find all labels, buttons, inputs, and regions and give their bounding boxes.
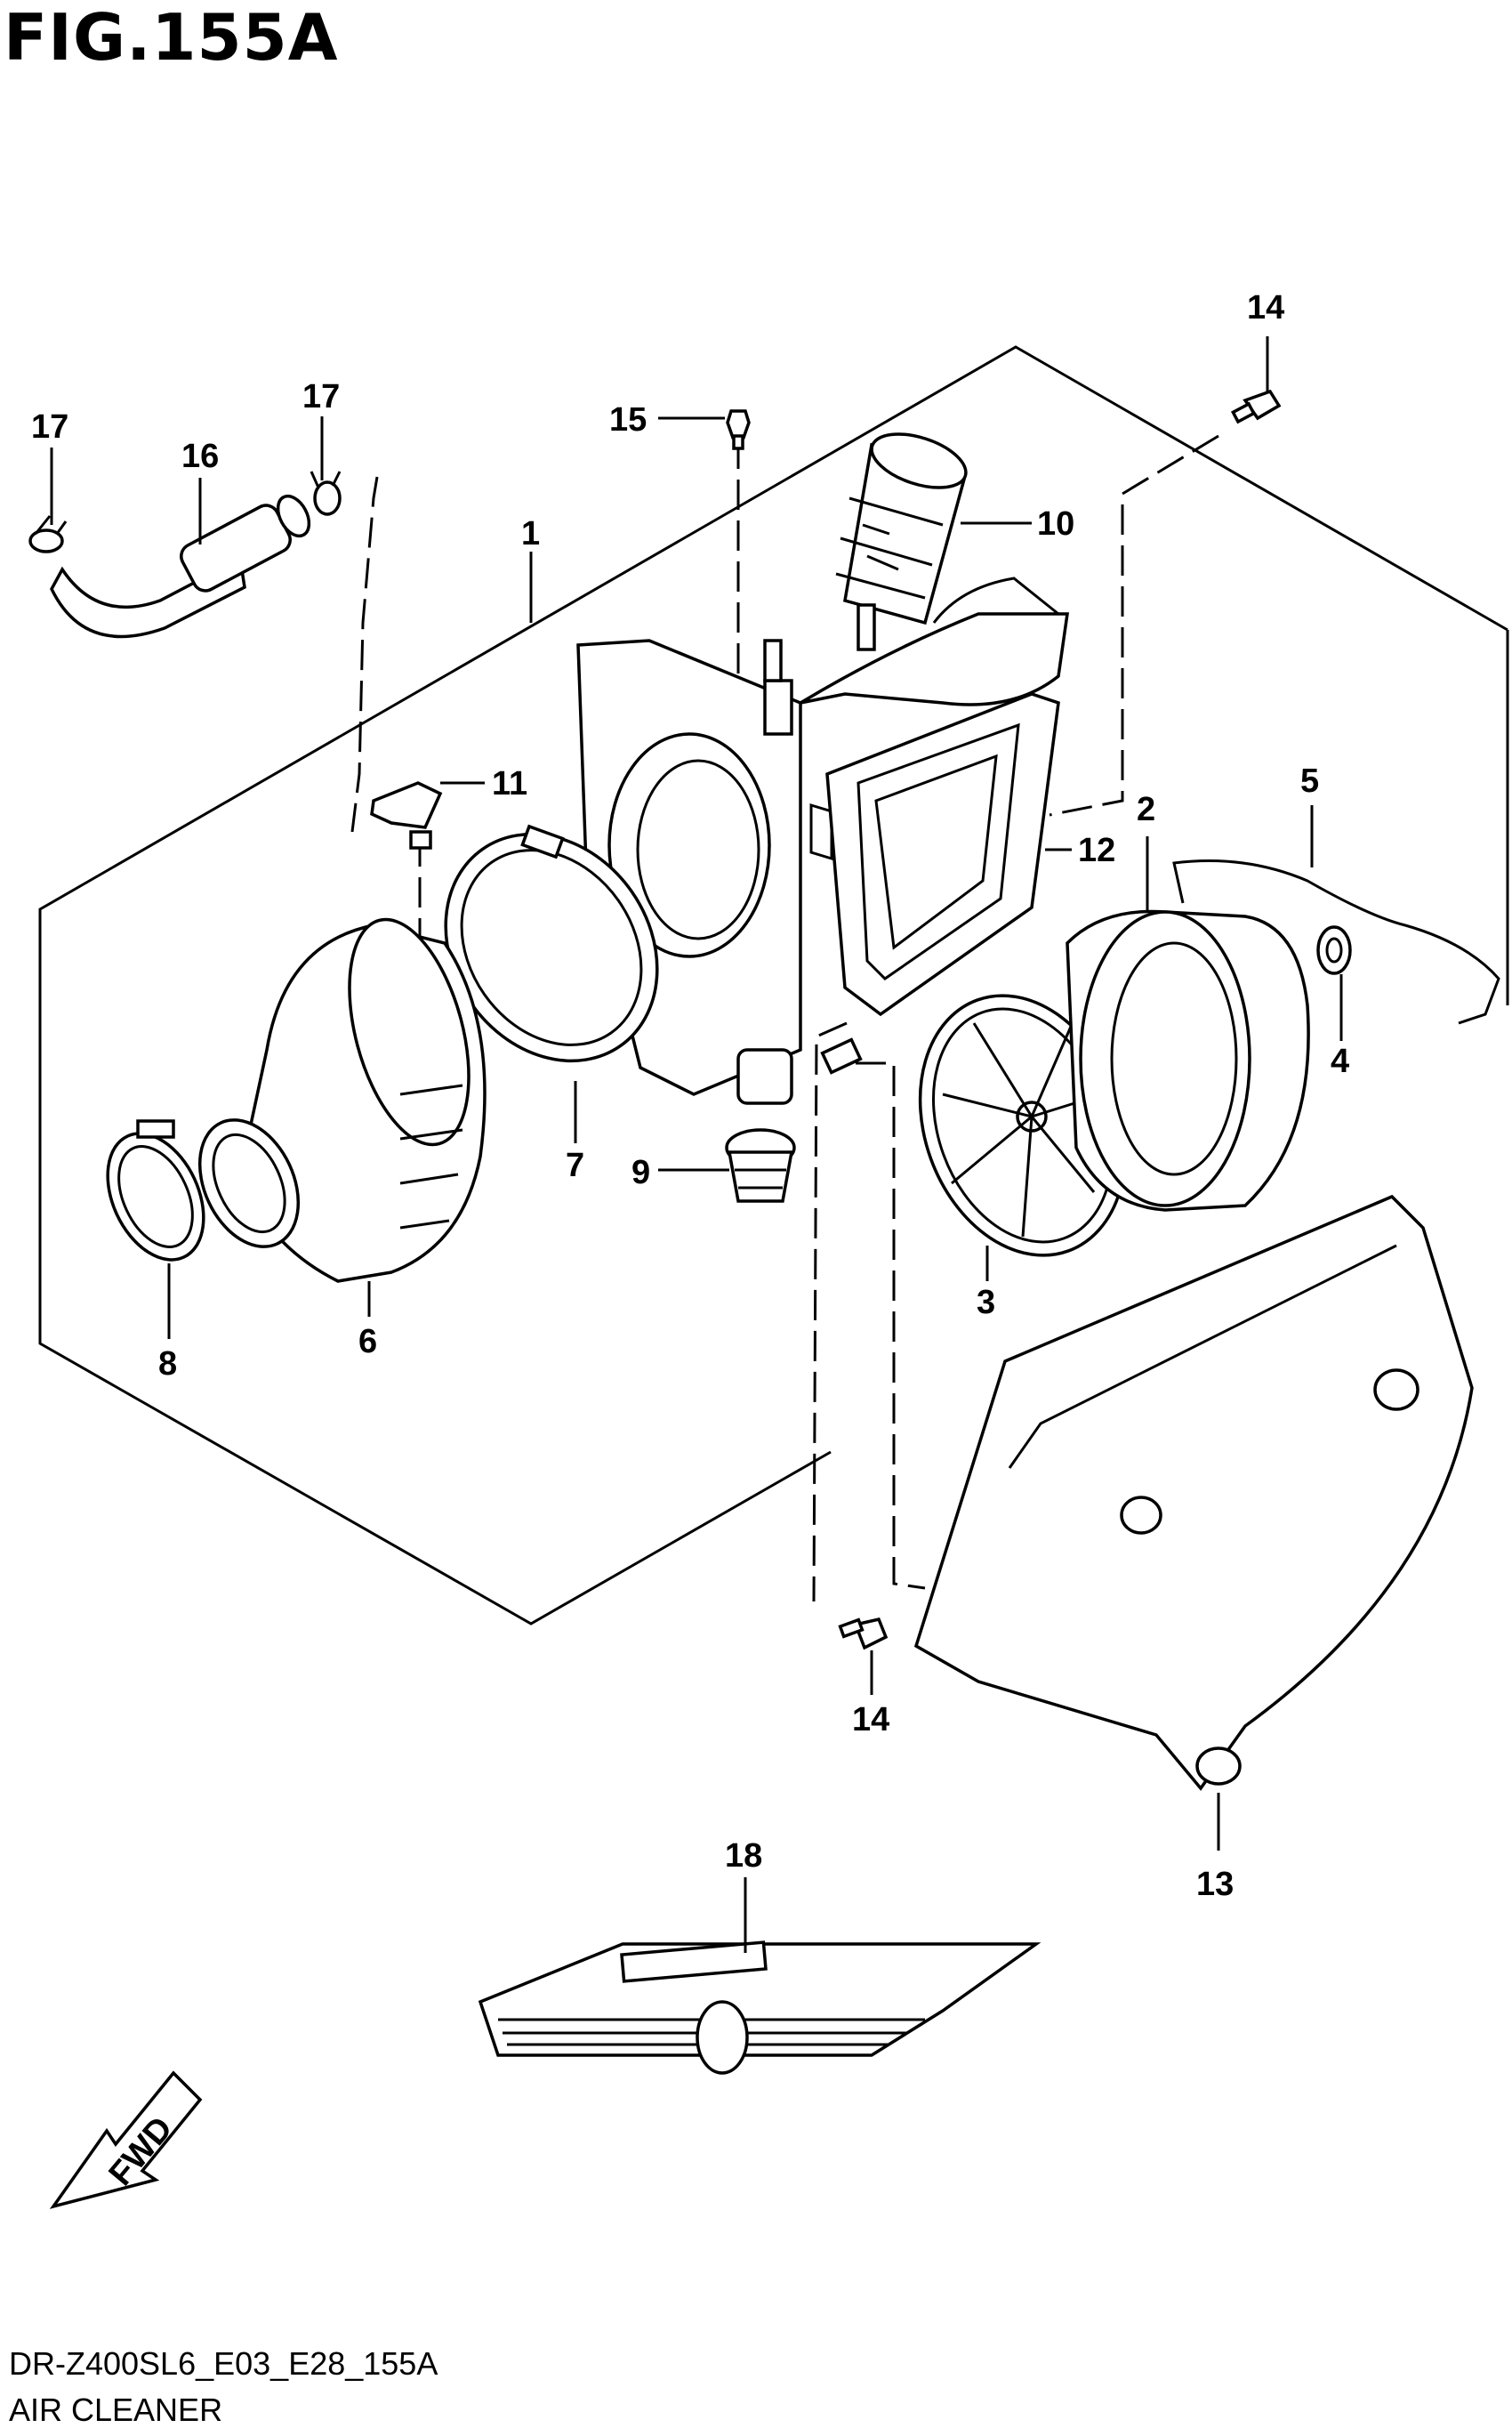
callout-3: 3 (977, 1284, 995, 1321)
hose-fitting-11 (370, 781, 443, 850)
callout-2: 2 (1137, 791, 1155, 828)
callout-12: 12 (1078, 832, 1115, 869)
callout-11: 11 (492, 765, 527, 803)
hose-clamp-8 (106, 1119, 205, 1262)
hose-clip-right (310, 471, 342, 516)
callout-15: 15 (609, 401, 647, 439)
washer-4 (1316, 925, 1352, 975)
callout-16: 16 (181, 438, 219, 475)
callout-13: 13 (1196, 1866, 1234, 1903)
callout-17-right: 17 (302, 378, 340, 415)
seal-ring-part (444, 824, 659, 1063)
callout-14-bottom: 14 (852, 1701, 889, 1738)
callout-8: 8 (158, 1345, 177, 1383)
inlet-tube-part (835, 432, 968, 625)
fwd-arrow: FWD (49, 2070, 203, 2209)
hose-clip-left (28, 515, 68, 553)
bolt-14-top (1230, 389, 1282, 424)
callout-14-top: 14 (1247, 289, 1284, 327)
model-code: DR-Z400SL6_E03_E28_155A (9, 2345, 438, 2382)
assembly-boundary (38, 345, 1508, 1625)
filter-element-part (1066, 909, 1310, 1212)
guide-line-14-top (1049, 434, 1219, 817)
guide-line-13 (856, 1061, 926, 1590)
guide-line-14-bottom (812, 1021, 848, 1602)
callout-6: 6 (358, 1323, 377, 1360)
bolt-14-bottom (838, 1617, 889, 1650)
gasket-frame-part (820, 692, 1060, 1075)
callout-9: 9 (631, 1154, 650, 1191)
callout-10: 10 (1037, 505, 1074, 543)
callout-7: 7 (566, 1147, 584, 1184)
guide-line-11-to-16 (350, 476, 379, 833)
breather-hose-part (50, 494, 311, 639)
callout-4: 4 (1331, 1043, 1349, 1080)
callout-5: 5 (1300, 762, 1319, 800)
section-name: AIR CLEANER (9, 2392, 223, 2428)
figure-title: FIG.155A (4, 0, 339, 75)
callout-18: 18 (725, 1837, 762, 1875)
callout-1: 1 (521, 515, 540, 553)
callout-17-left: 17 (31, 408, 68, 446)
intake-duct-part (197, 917, 487, 1283)
decal-18 (478, 1940, 1042, 2075)
side-cover-part (913, 1194, 1474, 1791)
bolt-15 (726, 409, 751, 450)
drain-plug-9 (725, 1128, 796, 1203)
wire-clip-5 (1172, 859, 1500, 1025)
